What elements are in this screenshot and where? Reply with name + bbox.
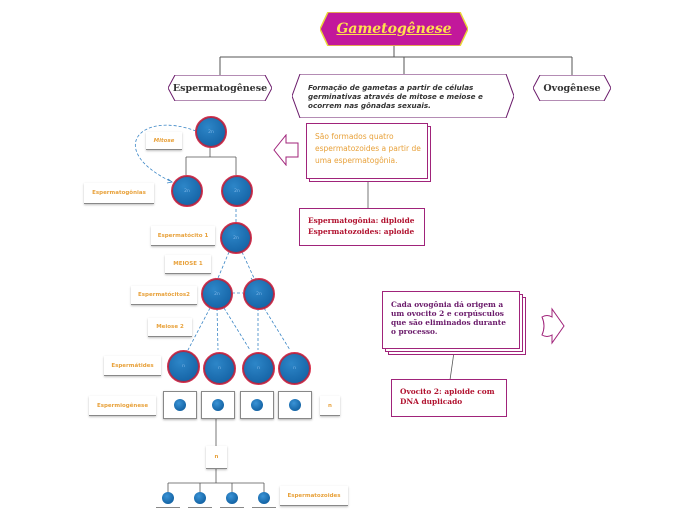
ovogonia-text: Cada ovogônia dá origem a um ovocito 2 e… [391, 300, 506, 336]
label-meiose2: Meiose 2 [148, 318, 192, 337]
note-ovogonia: Cada ovogônia dá origem a um ovocito 2 e… [382, 291, 520, 349]
note-ovocito2: Ovocito 2: aploide com DNA duplicado [391, 379, 507, 417]
branch-left-label: Espermatogênese [172, 82, 268, 94]
branch-right-label: Ovogênese [543, 82, 601, 94]
label-espermatozoides: Espermatozoides [280, 486, 348, 506]
spermatid-card [278, 391, 312, 419]
cell-level4-b: n [203, 352, 236, 385]
underline [156, 507, 180, 508]
note-espermatozoides-text: São formados quatro espermatozoides a pa… [315, 132, 421, 165]
spermatid-card [201, 391, 235, 419]
title-box: Gametogênese [320, 12, 468, 46]
cell-level4-c: n [242, 352, 275, 385]
label-espermatogonias: Espermatogônias [84, 183, 154, 204]
spermatid-card [163, 391, 197, 419]
cell-level3-a: 2n [201, 278, 233, 310]
note-ploidia: Espermatogônia: diploide Espermatozoides… [299, 208, 425, 246]
arrow-right-icon [541, 307, 565, 345]
spermatozoid-dot [162, 492, 174, 504]
label-n-small: n [320, 396, 340, 416]
cell-level1-a: 2n [171, 175, 203, 207]
spermatozoid-dot [258, 492, 270, 504]
branch-ovogenese: Ovogênese [533, 75, 611, 101]
underline [220, 507, 244, 508]
underline [188, 507, 212, 508]
label-meiose1: MEIOSE 1 [165, 255, 211, 274]
label-n-box: n [206, 446, 227, 469]
spermatid-dot [174, 399, 186, 411]
spermatozoid-dot [194, 492, 206, 504]
label-espermatocitos2: Espermatócitos2 [131, 286, 197, 305]
spermatid-dot [289, 399, 301, 411]
label-espermatocito1: Espermatócito 1 [151, 226, 215, 246]
ploidia-line2: Espermatozoides: aploide [308, 227, 415, 236]
branch-definition: Formação de gametas a partir de células … [292, 74, 514, 118]
ovocito2-text: Ovocito 2: aploide com DNA duplicado [400, 387, 495, 406]
cell-level4-a: n [167, 350, 200, 383]
spermatid-card [240, 391, 274, 419]
label-espermiogenese: Espermiogênese [89, 396, 156, 416]
cell-level1-b: 2n [221, 175, 253, 207]
cell-root: 2n [195, 116, 227, 148]
cell-level4-d: n [278, 352, 311, 385]
page-title: Gametogênese [336, 21, 452, 37]
label-mitose: Mitose [146, 132, 182, 150]
spermatid-dot [212, 399, 224, 411]
underline [252, 507, 276, 508]
spermatozoid-dot [226, 492, 238, 504]
label-espermatides: Espermátides [104, 356, 161, 376]
ploidia-line1: Espermatogônia: diploide [308, 216, 415, 225]
cell-level2: 2n [220, 222, 252, 254]
cell-level3-b: 2n [243, 278, 275, 310]
spermatid-dot [251, 399, 263, 411]
note-espermatozoides: São formados quatro espermatozoides a pa… [306, 123, 428, 179]
arrow-left-icon [273, 134, 299, 166]
definition-text: Formação de gametas a partir de células … [308, 82, 483, 110]
branch-espermatogenese: Espermatogênese [168, 75, 272, 101]
